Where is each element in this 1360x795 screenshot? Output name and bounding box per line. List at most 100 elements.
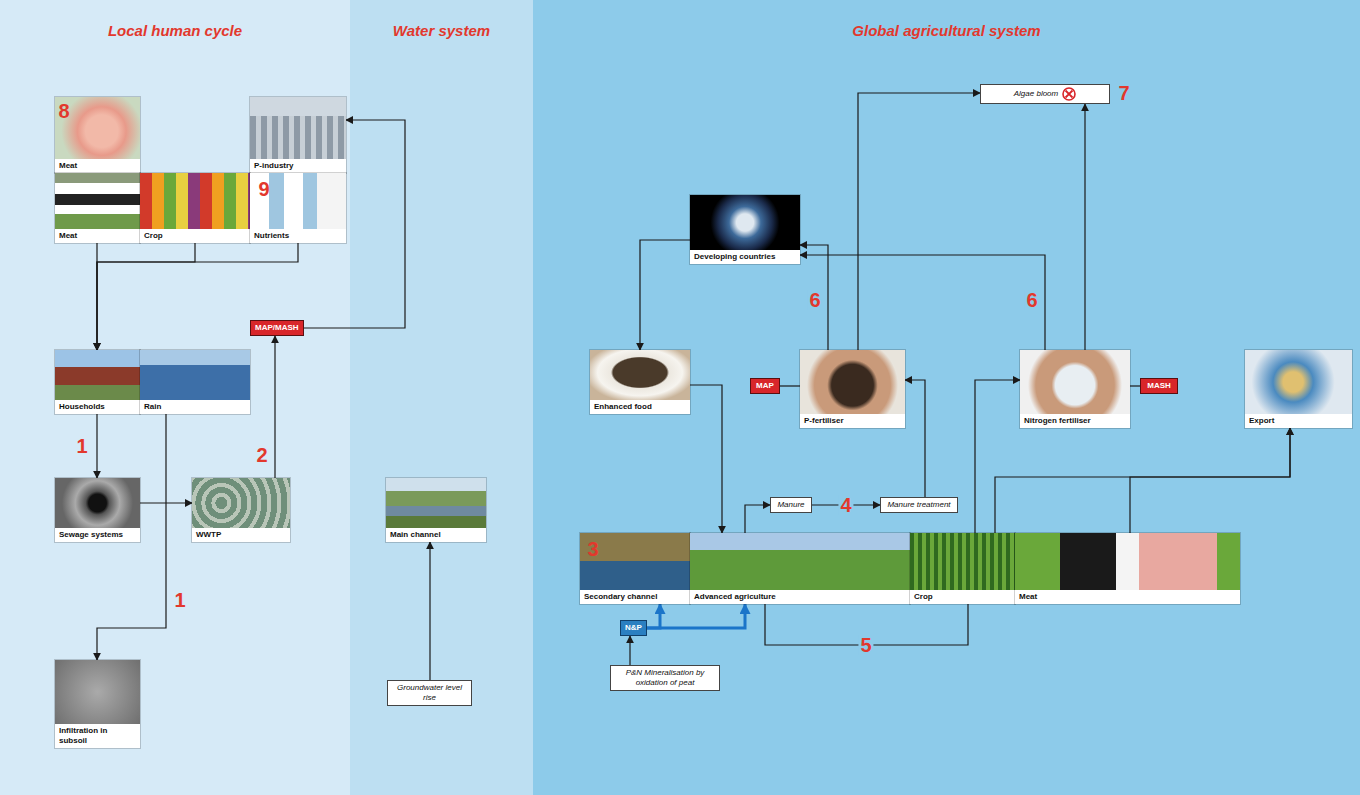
connector-arrow — [800, 245, 828, 350]
connector-arrow — [97, 243, 298, 350]
tag-label: MAP — [755, 381, 775, 391]
caption: Crop — [140, 229, 250, 243]
region-band: Local human cycleMeatP-industryMeatCropN… — [0, 0, 350, 795]
note-box: P&N Mineralisation by oxidation of peat — [610, 665, 720, 691]
connector-arrow — [640, 240, 690, 350]
photo — [1020, 350, 1130, 414]
product-tag: MASH — [1140, 378, 1178, 394]
caption: Meat — [1015, 590, 1240, 604]
caption: Main channel — [386, 528, 486, 542]
callout-number: 3 — [585, 539, 600, 559]
photo-box: P-industry — [250, 97, 346, 173]
connector-arrow — [780, 385, 800, 386]
connector-arrow — [905, 380, 925, 497]
connector-arrow — [629, 636, 630, 665]
photo — [55, 660, 140, 724]
callout-number: 1 — [172, 590, 187, 610]
connector-arrow — [97, 243, 195, 350]
photo-box: Crop — [910, 533, 1015, 604]
tag-label: N&P — [625, 623, 642, 633]
process-box: Manure treatment — [880, 497, 958, 513]
caption: Infiltration in subsoil — [55, 724, 140, 748]
process-box: Manure — [770, 497, 812, 513]
connector-arrow — [96, 243, 97, 350]
flow-arrow — [647, 604, 660, 628]
callout-number: 6 — [1024, 290, 1039, 310]
photo — [192, 478, 290, 528]
photo-box: Advanced agriculture — [690, 533, 910, 604]
callout-number: 5 — [858, 635, 873, 655]
photo — [590, 350, 690, 400]
photo — [690, 195, 800, 250]
connector-arrow — [96, 414, 97, 478]
callout-number: 1 — [74, 436, 89, 456]
caption: Rain — [140, 400, 250, 414]
flow-arrow — [647, 604, 745, 628]
box-label: Groundwater level rise — [392, 683, 467, 703]
callout-number: 6 — [807, 290, 822, 310]
connector-arrow — [975, 380, 1020, 533]
photo-box: Infiltration in subsoil — [55, 660, 140, 748]
caption: Meat — [55, 229, 140, 243]
connector-arrow — [858, 93, 980, 350]
caption: Secondary channel — [580, 590, 690, 604]
caption: Developing countries — [690, 250, 800, 264]
photo — [55, 350, 140, 400]
photo-box: Crop — [140, 173, 250, 243]
caption: Crop — [910, 590, 1015, 604]
connector-arrow — [800, 255, 1045, 350]
caption: Nitrogen fertiliser — [1020, 414, 1130, 428]
photo-box: Enhanced food — [590, 350, 690, 414]
callout-number: 2 — [254, 445, 269, 465]
connector-arrow — [1130, 428, 1290, 533]
photo-box: Households — [55, 350, 140, 414]
connector-arrow — [745, 505, 770, 533]
photo — [55, 173, 140, 229]
photo-box: Main channel — [386, 478, 486, 542]
callout-number: 8 — [56, 101, 71, 121]
connector-arrow — [140, 502, 192, 503]
photo — [1015, 533, 1240, 590]
callout-number: 9 — [256, 179, 271, 199]
connector-arrow — [995, 428, 1290, 533]
photo — [55, 478, 140, 528]
photo — [250, 97, 346, 159]
region-band: Water systemMain channelGroundwater leve… — [350, 0, 533, 795]
photo-box: Rain — [140, 350, 250, 414]
tag-label: MAP/MASH — [255, 323, 299, 333]
photo-box: Sewage systems — [55, 478, 140, 542]
callout-number: 7 — [1116, 83, 1131, 103]
caption: Nutrients — [250, 229, 346, 243]
caption: P-fertiliser — [800, 414, 905, 428]
region-band: Global agricultural systemAlgae bloomDev… — [533, 0, 1360, 795]
tag-label: MASH — [1145, 381, 1173, 391]
photo-box: Developing countries — [690, 195, 800, 264]
photo-box: P-fertiliser — [800, 350, 905, 428]
photo — [910, 533, 1015, 590]
connector-arrow — [1130, 385, 1140, 386]
product-tag: MAP — [750, 378, 780, 394]
photo — [386, 478, 486, 528]
region-title: Water system — [350, 0, 533, 40]
connector-arrow — [97, 414, 166, 660]
photo-box: Nitrogen fertiliser — [1020, 350, 1130, 428]
note-box: Groundwater level rise — [387, 680, 472, 706]
photo-box: Meat — [1015, 533, 1240, 604]
effect-box: Algae bloom — [980, 84, 1110, 104]
photo — [1245, 350, 1352, 414]
photo — [690, 533, 910, 590]
caption: Advanced agriculture — [690, 590, 910, 604]
caption: Export — [1245, 414, 1352, 428]
photo — [140, 173, 250, 229]
caption: WWTP — [192, 528, 290, 542]
caption: Households — [55, 400, 140, 414]
photo — [800, 350, 905, 414]
connector-arrow — [690, 385, 722, 533]
region-title: Local human cycle — [0, 0, 350, 40]
product-tag: MAP/MASH — [250, 320, 304, 336]
photo — [140, 350, 250, 400]
connector-arrow — [1084, 104, 1085, 350]
caption: P-industry — [250, 159, 346, 173]
connector-arrow — [304, 120, 405, 328]
caption: Sewage systems — [55, 528, 140, 542]
